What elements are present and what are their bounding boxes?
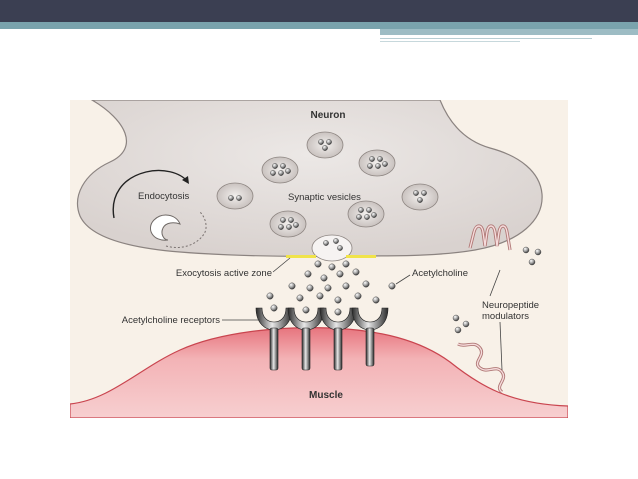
synaptic-vesicle [216,182,254,210]
synapse-diagram: Neuron Endocytosis Synaptic vesicles Exo… [70,100,568,418]
exocytosis-leader-line [272,257,291,273]
endocytosis-pit [150,214,181,241]
receptor [287,306,325,371]
synaptic-vesicle [261,156,299,184]
endocytosis-arrow [112,169,189,219]
acetylcholine-leader-line [395,274,411,285]
neuropeptide-label-line2: modulators [482,311,529,322]
neuropeptide-receptor-neuron-highlight [469,225,511,251]
arrowhead-icon [182,176,189,184]
neuropeptide-label-line1: Neuropeptide [482,300,539,311]
vesicle-contents [228,139,427,230]
active-zone-right [346,255,376,258]
neuropeptide-leader-line-top [489,269,501,297]
synaptic-vesicle [306,131,344,159]
fusing-vesicle [311,234,353,262]
endocytosis-dotted-membrane [165,211,207,248]
neuron-label: Neuron [311,110,346,121]
synaptic-vesicle [358,149,396,177]
slide-accent-stripe [0,22,638,29]
slide-accent-stripe-secondary [380,29,638,35]
neuropeptide-leader-line-bottom [499,321,503,371]
neuropeptide-receptor-muscle-highlight [457,343,505,393]
fusing-vesicle-contents [323,238,343,251]
receptor [351,307,389,367]
active-zone-left [286,255,316,258]
acetylcholine-label: Acetylcholine [412,268,468,279]
receptors-label: Acetylcholine receptors [122,315,220,326]
exocytosis-label: Exocytosis active zone [176,268,272,279]
synaptic-vesicle [401,183,439,211]
acetylcholine-receptors [255,304,389,371]
slide-accent-line [380,38,592,39]
neuropeptide-molecules [452,246,542,334]
synaptic-vesicles [216,131,439,238]
synaptic-vesicle [347,200,385,228]
synaptic-vesicle [269,210,307,238]
receptor [319,307,357,371]
slide-top-bar [0,0,638,22]
acetylcholine-molecules [266,260,396,304]
muscle-label: Muscle [309,390,343,401]
receptor [255,304,293,371]
slide-accent-line-short [380,41,520,42]
synaptic-vesicles-label: Synaptic vesicles [288,192,361,203]
endocytosis-label: Endocytosis [138,191,189,202]
